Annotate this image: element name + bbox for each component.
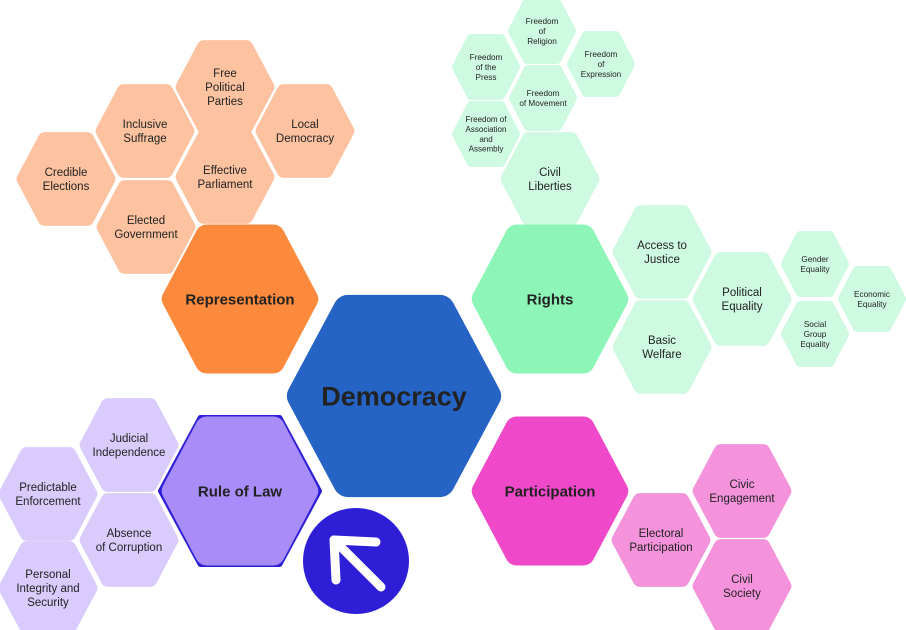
center-hex-shape: [286, 294, 502, 498]
leaf-freedom-of-the-press-shape: [452, 34, 520, 100]
pillar-rule-of-law-border: [158, 415, 322, 567]
pillar-rule-of-law: Rule of Law: [158, 415, 322, 567]
leaf-absence-of-corruption-shape: [79, 493, 179, 587]
leaf-social-group-equality-shape: [781, 301, 849, 367]
leaf-free-political-parties-shape: [175, 40, 275, 134]
pillar-participation: Participation: [471, 416, 629, 566]
leaf-political-equality-shape: [692, 252, 792, 346]
leaf-basic-welfare-shape: [612, 300, 712, 394]
pillar-participation-shape: [471, 416, 629, 566]
pillar-rights-shape: [471, 224, 629, 374]
pillar-rights-label: Rights: [527, 291, 574, 308]
leaf-freedom-of-religion-shape: [508, 0, 576, 64]
leaf-predictable-enforcement-shape: [0, 447, 98, 541]
leaf-civil-society-shape: [692, 539, 792, 630]
pillar-participation-label: Participation: [505, 483, 596, 500]
pillar-rights: Rights: [471, 224, 629, 374]
leaf-civic-engagement-shape: [692, 444, 792, 538]
leaf-personal-integrity-and-security-shape: [0, 541, 98, 630]
leaf-freedom-of-movement-shape: [509, 65, 577, 131]
pillar-representation-label: Representation: [185, 291, 294, 308]
leaf-freedom-of-expression-shape: [567, 31, 635, 97]
arrow-logo-icon: [303, 508, 409, 614]
pillar-rule-of-law-shape: [161, 416, 319, 566]
leaf-inclusive-suffrage-shape: [95, 84, 195, 178]
leaf-access-to-justice-shape: [612, 205, 712, 299]
pillar-rule-of-law-label: Rule of Law: [198, 483, 283, 500]
pillar-representation-shape: [161, 224, 319, 374]
leaf-elected-government-shape: [96, 180, 196, 274]
leaf-credible-elections-shape: [16, 132, 116, 226]
pillar-representation: Representation: [161, 224, 319, 374]
leaf-civil-liberties-shape: [500, 132, 600, 226]
center-hex-label: Democracy: [321, 382, 467, 412]
leaf-effective-parliament-shape: [175, 130, 275, 224]
leaf-electoral-participation-shape: [611, 493, 711, 587]
center-hex: Democracy: [286, 294, 502, 498]
leaf-gender-equality-shape: [781, 231, 849, 297]
leaf-freedom-of-association-and-assembly-shape: [452, 101, 520, 167]
leaf-judicial-independence-shape: [79, 398, 179, 492]
leaf-local-democracy-shape: [255, 84, 355, 178]
leaf-economic-equality-shape: [838, 266, 906, 332]
